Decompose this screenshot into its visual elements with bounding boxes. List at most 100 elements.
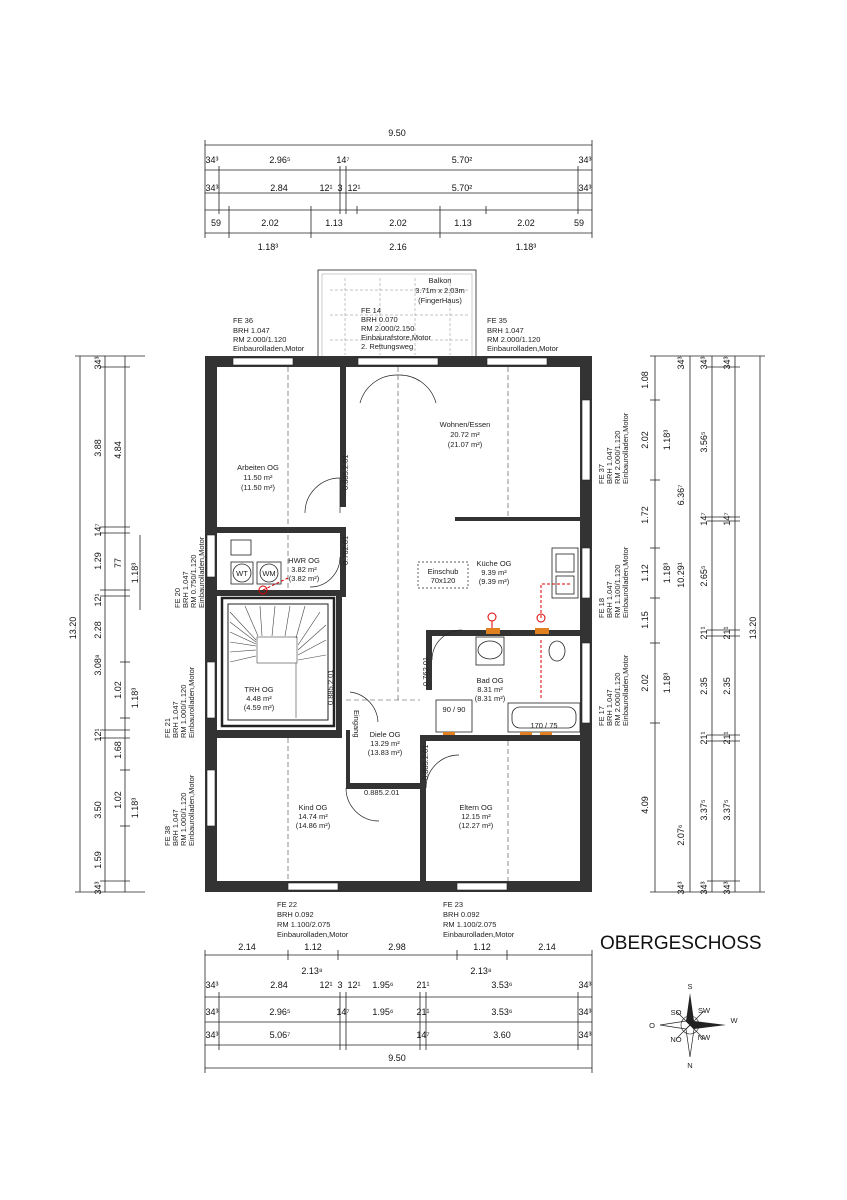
b1-2: 2.98 [388,942,406,952]
einschub-size: 70x120 [431,576,456,585]
top-r1-1: 2.96⁵ [269,155,291,165]
top-r3-6: 59 [574,218,584,228]
room-area: 14.74 m² [298,812,328,821]
fe36-0: FE 36 [233,316,253,325]
b3-5: 3.53⁶ [491,1007,513,1017]
fe17-1: BRH 1.047 [605,689,614,726]
shower-label: 90 / 90 [443,705,466,714]
b2-8: 34³ [578,980,591,990]
fe36-3: Einbaurolladen,Motor [233,344,305,353]
room-name: Wohnen/Essen [440,420,491,429]
b4-0: 34³ [205,1030,218,1040]
top-r2-0: 34³ [205,183,218,193]
compass-o: O [649,1021,655,1030]
room-area: 12.15 m² [461,812,491,821]
r3-6: 21¹ [699,731,709,744]
b4-4: 34³ [578,1030,591,1040]
fe37-0: FE 37 [597,464,606,484]
fe35-3: Einbaurolladen,Motor [487,344,559,353]
bottom-dimensions: 2.14 1.12 2.98 1.12 2.14 2.13⁸ 2.13⁸ 34³… [204,942,593,1073]
room-name: Kind OG [299,803,328,812]
fe35-2: RM 2.000/1.120 [487,335,540,344]
room-name: TRH OG [244,685,273,694]
fe35-1: BRH 1.047 [487,326,524,335]
fe23-2: RM 1.100/2.075 [443,920,496,929]
room-area2: (9.39 m²) [479,577,510,586]
r4-1: 14⁷ [722,512,732,525]
r7: 4.09 [640,796,650,814]
r2-4: 10.29¹ [676,562,686,588]
fe14-0: FE 14 [361,306,381,315]
room-area2: (3.82 m²) [289,574,320,583]
fe23-0: FE 23 [443,900,463,909]
l2: 3.88 [93,439,103,457]
room-area2: (13.83 m²) [368,748,403,757]
top-r1-0: 34³ [205,155,218,165]
b2-4: 12¹ [347,980,360,990]
top-r2-5: 5.70² [452,183,473,193]
top-r1-2: 14⁷ [336,155,349,165]
fe20-2: RM 0.750/1.120 [189,555,198,608]
top-dimensions: 9.50 34³ 2.96⁵ 14⁷ 5.70² 34³ 34³ 2.84 12… [204,128,593,252]
fe36-1: BRH 1.047 [233,326,270,335]
fe38-3: Einbaurolladen,Motor [187,774,196,846]
compass-so: SO [671,1008,682,1017]
door-swings [304,374,463,822]
b3-4: 21¹ [416,1007,429,1017]
r4: 1.12 [640,564,650,582]
r3-1: 3.56⁵ [699,431,709,453]
r3-2: 14⁷ [699,512,709,525]
b3-0: 34³ [205,1007,218,1017]
left-total: 13.20 [68,617,78,640]
right-total: 13.20 [748,617,758,640]
fe23-3: Einbaurolladen,Motor [443,930,515,939]
top-r3-1: 2.02 [261,218,279,228]
b4-3: 3.60 [493,1030,511,1040]
r2-1: 1.18³ [662,430,672,451]
b3-3: 1.95⁶ [372,1007,394,1017]
r2: 2.02 [640,431,650,449]
fe22-1: BRH 0.092 [277,910,314,919]
r3-7: 3.37⁵ [699,799,709,821]
r4-5: 3.37⁵ [722,799,732,821]
top-r2-2: 12¹ [319,183,332,193]
fe22-2: RM 1.100/2.075 [277,920,330,929]
b4-1: 5.06⁷ [270,1030,291,1040]
room-labels: Arbeiten OG 11.50 m² (11.50 m²) Wohnen/E… [237,420,512,830]
door-bad: 0.762.01 [421,657,430,686]
top-r2-1: 2.84 [270,183,288,193]
l2-1: 4.84 [113,441,123,459]
r3: 1.72 [640,506,650,524]
room-name: Arbeiten OG [237,463,279,472]
page-title: OBERGESCHOSS [600,933,762,954]
l7: 3.08⁸ [93,654,103,676]
l9: 3.50 [93,801,103,819]
room-name: Küche OG [476,559,511,568]
balkon-size: 3.71m x 2.03m [415,286,465,295]
top-r2-4: 12¹ [347,183,360,193]
top-total: 9.50 [388,128,406,138]
fe21-0: FE 21 [163,718,172,738]
kitchen-fixtures: Einschub 70x120 [417,547,579,599]
b2-1: 2.84 [270,980,288,990]
room-area2: (4.59 m²) [244,703,275,712]
fe21-1: BRH 1.047 [171,701,180,738]
door-trh: 0.885.2.01 [326,670,335,705]
einschub-label: Einschub [428,567,459,576]
fe22-0: FE 22 [277,900,297,909]
b1-4: 2.14 [538,942,556,952]
fe36-2: RM 2.000/1.120 [233,335,286,344]
window-labels-bottom: FE 22 BRH 0.092 RM 1.100/2.075 Einbaurol… [277,900,515,939]
r3-4: 21¹ [699,626,709,639]
hwr-fixtures: WT WM [230,539,282,585]
room-area2: (8.31 m²) [475,694,506,703]
r4-0: 34³ [722,356,732,369]
room-area: 3.82 m² [291,565,317,574]
top-r3-5: 2.02 [517,218,535,228]
b1b-1: 2.13⁸ [470,966,492,976]
r2-0: 34³ [676,356,686,369]
wt-label: WT [236,569,248,578]
fe20-0: FE 20 [173,588,182,608]
staircase [229,605,327,718]
l4: 1.29 [93,552,103,570]
